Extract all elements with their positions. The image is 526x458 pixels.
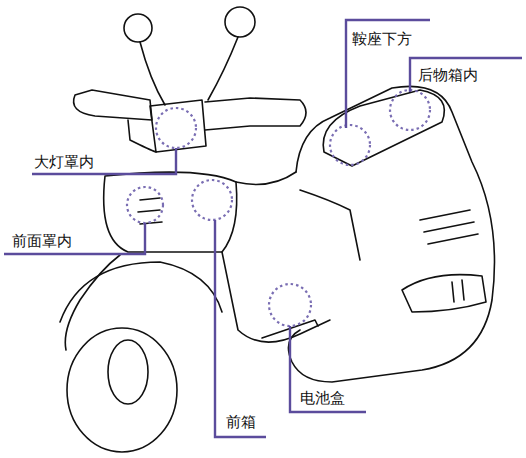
leader-lines — [4, 20, 522, 437]
part-label: 前箱 — [226, 413, 256, 431]
scooter-outline — [60, 7, 495, 452]
part-label: 前面罩内 — [12, 232, 72, 250]
location-circles — [127, 90, 430, 326]
part-label: 大灯罩内 — [34, 153, 94, 171]
part-label: 后物箱内 — [418, 66, 478, 84]
part-label: 电池盒 — [300, 389, 345, 407]
part-label: 鞍座下方 — [352, 30, 412, 48]
